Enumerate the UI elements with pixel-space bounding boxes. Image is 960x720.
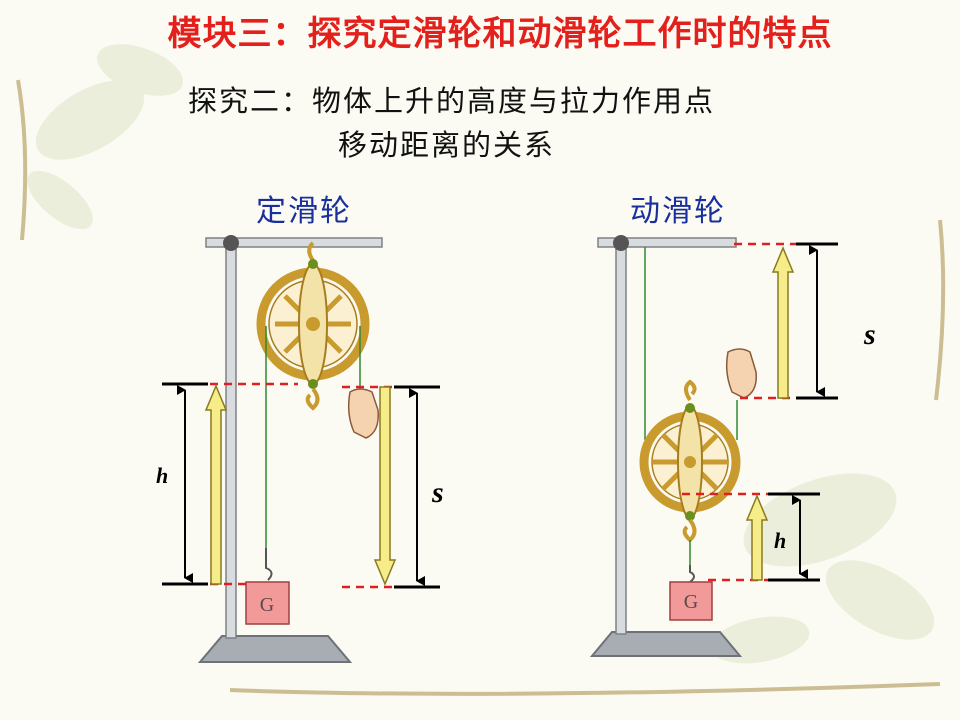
distance-s-label: s — [431, 476, 444, 509]
fixed-pulley-label: 定滑轮 — [256, 194, 352, 229]
fixed-pulley-apparatus: G h s — [156, 235, 444, 663]
stand-pole — [225, 239, 237, 639]
stand-clamp — [223, 235, 239, 251]
movable-pulley-apparatus: G s h — [589, 235, 876, 657]
stand-pole — [615, 239, 627, 635]
movable-pulley-label: 动滑轮 — [630, 194, 726, 229]
subtitle-line-1: 探究二：物体上升的高度与拉力作用点 — [188, 84, 716, 118]
down-arrow — [373, 386, 397, 586]
weight-block — [669, 581, 713, 621]
height-h-label: h — [774, 528, 786, 553]
subtitle-line-2: 移动距离的关系 — [338, 128, 556, 162]
slide-title: 模块三：探究定滑轮和动滑轮工作时的特点 — [167, 14, 833, 54]
stand-base — [197, 635, 353, 663]
stand-base — [589, 631, 743, 657]
distance-s-label: s — [863, 318, 876, 351]
hand-icon — [725, 348, 757, 399]
up-arrow-h — [745, 494, 769, 581]
height-h-label: h — [156, 463, 168, 488]
up-arrow — [204, 384, 228, 585]
stand-clamp — [613, 235, 629, 251]
hand-icon — [347, 388, 379, 439]
weight-label: G — [684, 591, 698, 613]
stand-crossbar — [597, 237, 737, 248]
stand-crossbar — [205, 237, 383, 248]
weight-block — [245, 581, 290, 625]
weight-label: G — [260, 594, 274, 616]
up-arrow-s — [771, 246, 795, 399]
